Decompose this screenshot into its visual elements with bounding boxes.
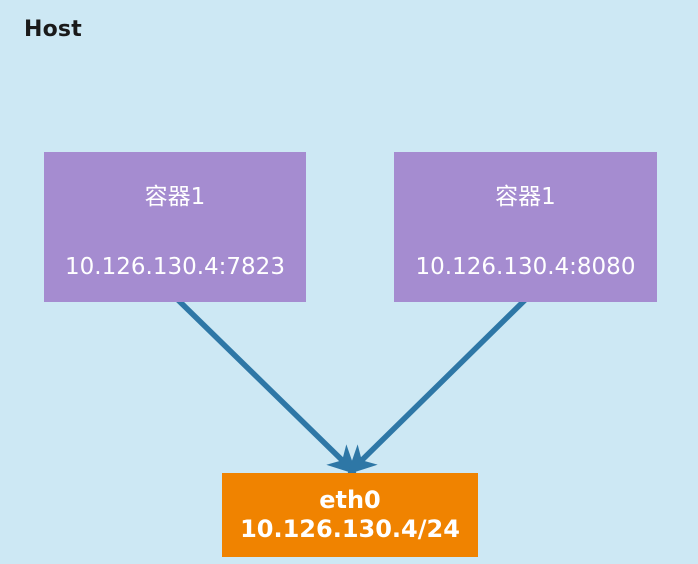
container-1-address: 10.126.130.4:7823 <box>65 254 285 280</box>
eth0-interface-box[interactable]: eth0 10.126.130.4/24 <box>222 473 478 557</box>
container-1-title: 容器1 <box>144 184 206 210</box>
container-2-address: 10.126.130.4:8080 <box>415 254 636 280</box>
container-box-2[interactable]: 容器1 10.126.130.4:8080 <box>394 152 657 302</box>
eth0-address: 10.126.130.4/24 <box>240 515 460 543</box>
host-label: Host <box>24 17 82 42</box>
arrow-container2-to-eth0 <box>347 295 530 475</box>
eth0-name: eth0 <box>319 486 381 514</box>
container-2-title: 容器1 <box>495 184 556 210</box>
arrow-container1-to-eth0 <box>173 295 357 475</box>
container-box-1[interactable]: 容器1 10.126.130.4:7823 <box>44 152 306 302</box>
